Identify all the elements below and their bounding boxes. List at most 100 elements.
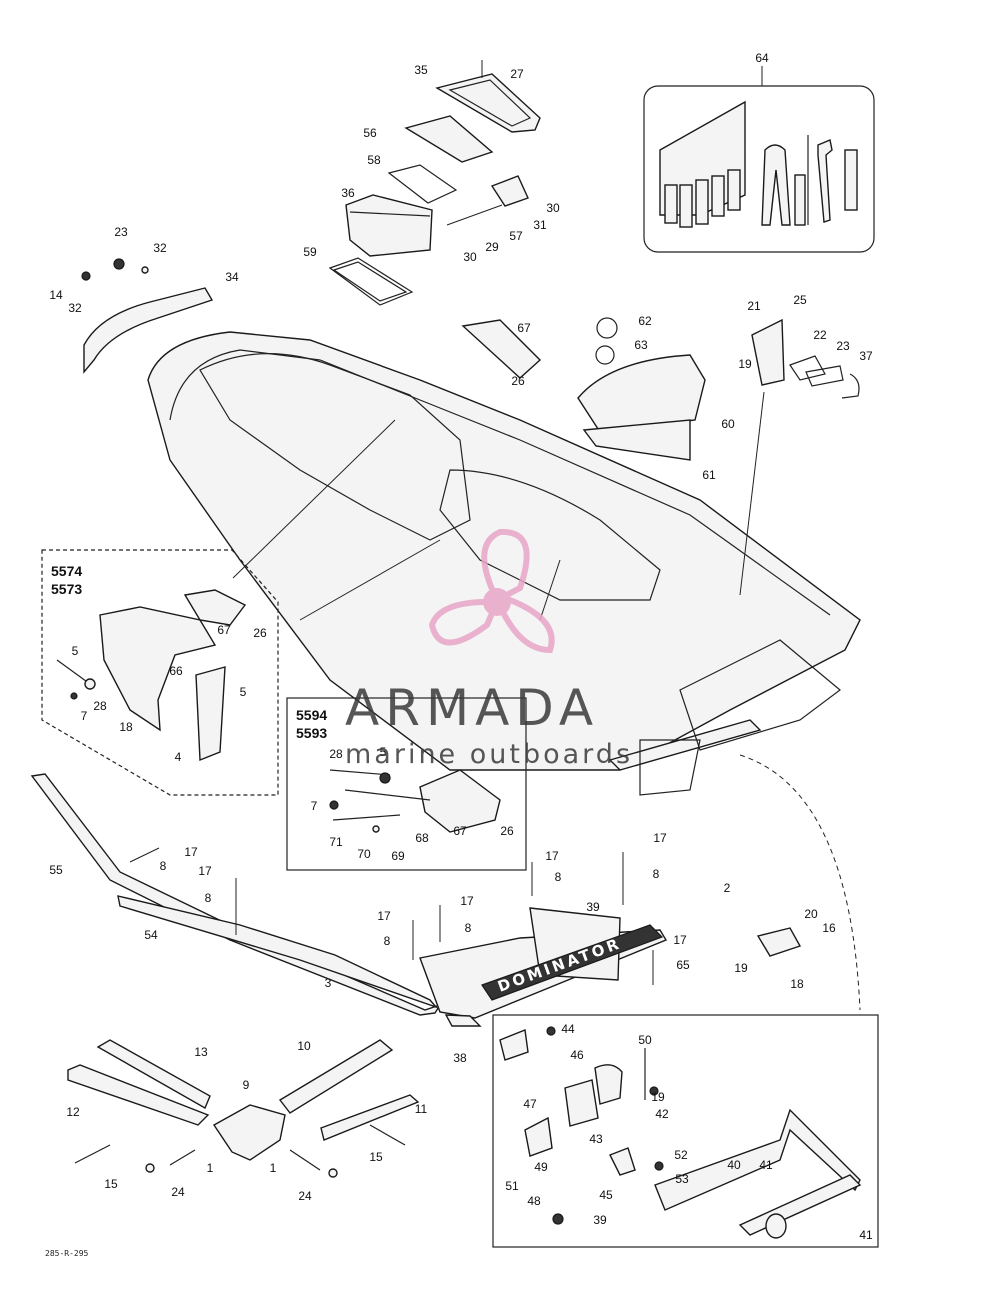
callout-12: 12	[66, 1105, 80, 1119]
callout-2: 2	[724, 881, 731, 895]
callout-19: 19	[651, 1090, 665, 1104]
callout-8: 8	[465, 921, 472, 935]
callout-7: 7	[81, 709, 88, 723]
callout-8: 8	[205, 891, 212, 905]
callout-1: 1	[270, 1161, 277, 1175]
callout-32: 32	[153, 241, 167, 255]
callout-26: 26	[500, 824, 514, 838]
propeller-logo-icon	[428, 528, 555, 654]
callout-64: 64	[755, 51, 769, 65]
callout-32: 32	[68, 301, 82, 315]
callout-24: 24	[171, 1185, 185, 1199]
callout-34: 34	[225, 270, 239, 284]
callout-18: 18	[790, 977, 804, 991]
callout-40: 40	[727, 1158, 741, 1172]
callout-8: 8	[160, 859, 167, 873]
callout-29: 29	[485, 240, 499, 254]
callout-31: 31	[533, 218, 547, 232]
callout-52: 52	[674, 1148, 688, 1162]
callout-67: 67	[517, 321, 531, 335]
callout-54: 54	[144, 928, 158, 942]
callout-67: 67	[217, 623, 231, 637]
callout-51: 51	[505, 1179, 519, 1193]
callout-28: 28	[329, 747, 343, 761]
callout-61: 61	[702, 468, 716, 482]
callout-5: 5	[380, 745, 387, 759]
callout-13: 13	[194, 1045, 208, 1059]
handle-rail	[81, 258, 214, 374]
callout-19: 19	[738, 357, 752, 371]
callout-36: 36	[341, 186, 355, 200]
callout-58: 58	[367, 153, 381, 167]
callout-4: 4	[175, 750, 182, 764]
callout-8: 8	[384, 934, 391, 948]
tool-kit-assembly	[643, 66, 875, 253]
callout-9: 9	[243, 1078, 250, 1092]
decal-strips: DOMINATOR	[30, 773, 802, 1027]
callout-59: 59	[303, 245, 317, 259]
callout-69: 69	[391, 849, 405, 863]
drawing-reference-code: 285-R-295	[45, 1249, 89, 1258]
callout-17: 17	[377, 909, 391, 923]
callout-41: 41	[859, 1228, 873, 1242]
callout-16: 16	[822, 921, 836, 935]
callout-39: 39	[593, 1213, 607, 1227]
callout-5: 5	[72, 644, 79, 658]
footrest-pads	[67, 1039, 420, 1178]
callout-30: 30	[546, 201, 560, 215]
hull-body	[147, 317, 861, 796]
callout-60: 60	[721, 417, 735, 431]
callout-21: 21	[747, 299, 761, 313]
callout-17: 17	[545, 849, 559, 863]
callout-17: 17	[673, 933, 687, 947]
callout-53: 53	[675, 1172, 689, 1186]
leader-lines	[232, 391, 861, 1011]
callout-48: 48	[527, 1194, 541, 1208]
callout-56: 56	[363, 126, 377, 140]
callout-47: 47	[523, 1097, 537, 1111]
callout-38: 38	[453, 1051, 467, 1065]
group-box-5574	[41, 549, 279, 796]
watermark-title: ARMADA	[345, 679, 599, 737]
callout-66: 66	[169, 664, 183, 678]
callout-15: 15	[369, 1150, 383, 1164]
callout-26: 26	[511, 374, 525, 388]
callout-55: 55	[49, 863, 63, 877]
callout-22: 22	[813, 328, 827, 342]
boarding-ladder-box	[492, 1014, 879, 1248]
callout-11: 11	[415, 1102, 428, 1116]
callout-43: 43	[589, 1132, 603, 1146]
group-label-5574: 5574	[51, 563, 82, 579]
callout-7: 7	[311, 799, 318, 813]
callout-10: 10	[297, 1039, 311, 1053]
callout-23: 23	[114, 225, 128, 239]
callout-46: 46	[570, 1048, 584, 1062]
callout-17: 17	[460, 894, 474, 908]
callout-44: 44	[561, 1022, 575, 1036]
callout-17: 17	[184, 845, 198, 859]
callout-15: 15	[104, 1177, 118, 1191]
callout-8: 8	[555, 870, 562, 884]
group-label-5594: 5594	[296, 707, 327, 723]
callout-24: 24	[298, 1189, 312, 1203]
callout-62: 62	[638, 314, 652, 328]
group-label-5593: 5593	[296, 725, 327, 741]
watermark-subtitle: marine outboards	[345, 739, 633, 770]
callout-19: 19	[734, 961, 748, 975]
callout-8: 8	[653, 867, 660, 881]
watermark: ARMADA marine outboards	[345, 528, 633, 770]
storage-assembly	[328, 60, 541, 306]
callout-27: 27	[510, 67, 524, 81]
callout-23: 23	[836, 339, 850, 353]
callout-49: 49	[534, 1160, 548, 1174]
callout-50: 50	[638, 1033, 652, 1047]
callout-63: 63	[634, 338, 648, 352]
callout-30: 30	[463, 250, 477, 264]
callout-65: 65	[676, 958, 690, 972]
callout-17: 17	[653, 831, 667, 845]
group-label-5573: 5573	[51, 581, 82, 597]
callout-17: 17	[198, 864, 212, 878]
